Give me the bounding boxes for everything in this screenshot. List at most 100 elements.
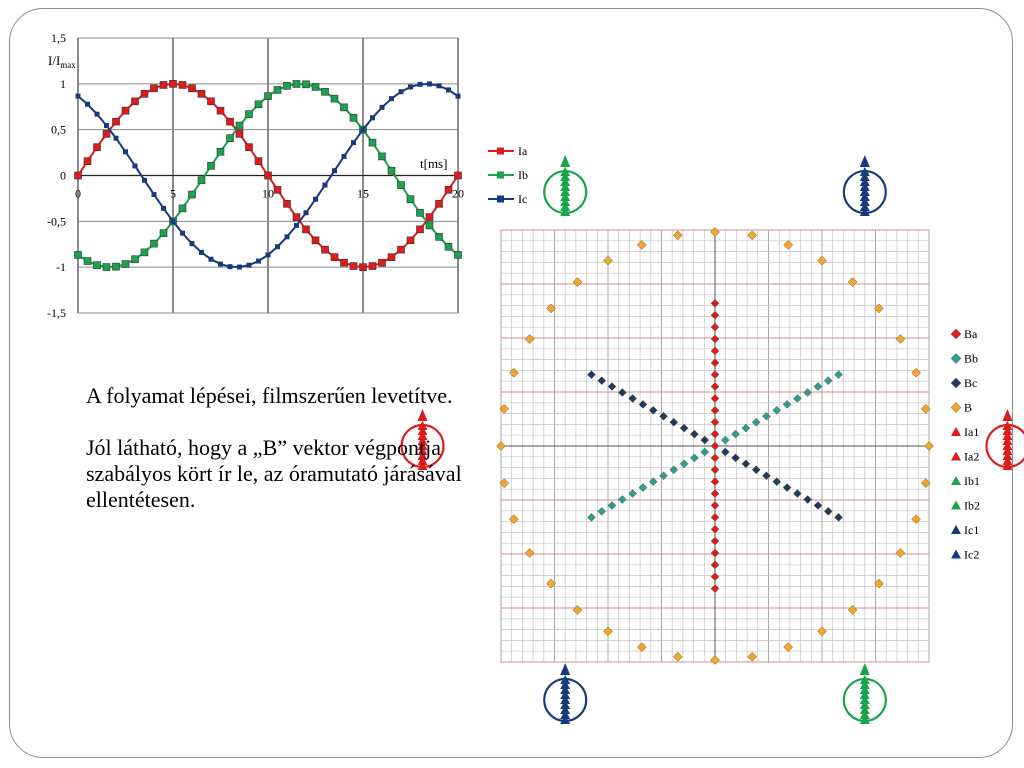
data-point-Ib	[245, 110, 253, 118]
data-point-Ic	[389, 96, 394, 102]
data-point-Ia	[454, 171, 462, 180]
x-tick-label: 5	[170, 187, 176, 201]
data-point-Ic	[427, 81, 432, 87]
data-point-Ib	[235, 121, 244, 130]
data-point-Ia	[283, 200, 291, 208]
data-point-Ic	[360, 127, 366, 133]
data-point-Ia	[416, 225, 424, 234]
data-point-Ic	[104, 123, 109, 129]
data-point-Ia	[245, 143, 253, 151]
legend-marker-Ib	[497, 171, 504, 179]
data-point-Ib	[159, 229, 168, 237]
data-point-Ia	[254, 157, 263, 165]
data-point-Ib	[121, 260, 130, 268]
data-point-Ic	[436, 83, 442, 89]
legend-label-Ia: Ia	[518, 144, 528, 158]
data-point-Ia	[83, 157, 92, 165]
data-point-Ic	[284, 234, 290, 240]
data-point-Ic	[265, 252, 271, 258]
data-point-Ib	[321, 87, 329, 96]
data-point-Ib	[226, 134, 234, 143]
data-point-Ic	[275, 244, 280, 250]
waveform-y-axis-label: I/Imax	[48, 53, 76, 70]
data-point-Ic	[322, 182, 328, 188]
data-point-Ib	[302, 80, 310, 89]
data-point-Ic	[132, 163, 138, 169]
y-tick-label: -0,5	[47, 214, 66, 228]
data-point-Ib	[397, 181, 405, 189]
data-point-Ia	[197, 90, 206, 98]
data-point-Ic	[246, 262, 252, 268]
y-tick-label: 0,5	[51, 123, 66, 137]
data-point-Ib	[340, 103, 348, 112]
data-point-Ic	[370, 115, 375, 121]
data-point-Ia	[150, 84, 158, 93]
data-point-Ic	[180, 230, 185, 236]
data-point-Ia	[169, 80, 177, 88]
data-point-Ic	[199, 249, 204, 255]
data-point-Ib	[292, 80, 301, 88]
data-point-Ic	[341, 153, 347, 159]
y-tick-label: 1	[60, 77, 66, 91]
data-point-Ib	[112, 262, 120, 271]
data-point-Ic	[398, 89, 404, 95]
data-point-Ic	[113, 135, 119, 141]
paragraph-2: Jól látható, hogy a „B” vektor végpontja…	[86, 435, 462, 512]
data-point-Ib	[150, 239, 158, 248]
data-point-Ib	[435, 233, 443, 241]
data-point-Ia	[102, 130, 111, 138]
legend-marker-Ic	[497, 195, 504, 203]
data-point-Ib	[387, 166, 396, 175]
data-point-Ia	[311, 236, 320, 245]
data-point-Ib	[349, 114, 358, 122]
data-point-Ia	[330, 253, 339, 261]
data-point-Ib	[207, 162, 215, 170]
waveform-x-axis-label: t[ms]	[420, 156, 447, 171]
data-point-Ia	[378, 258, 386, 267]
data-point-Ia	[406, 236, 415, 245]
data-point-Ia	[340, 258, 348, 267]
data-point-Ia	[273, 186, 282, 194]
data-point-Ic	[208, 256, 214, 262]
data-point-Ia	[435, 200, 443, 208]
data-point-Ib	[264, 92, 272, 100]
x-tick-label: 20	[452, 187, 464, 201]
legend-marker-Ia	[497, 147, 504, 155]
data-point-Ic	[417, 81, 423, 87]
data-point-Ib	[178, 204, 187, 213]
data-point-Ia	[188, 84, 196, 93]
paragraph-1: A folyamat lépései, filmszerűen levetítv…	[86, 383, 453, 408]
data-point-Ia	[112, 117, 120, 126]
data-point-Ia	[349, 262, 358, 270]
data-point-Ia	[235, 130, 244, 138]
data-point-Ic	[332, 168, 337, 174]
data-point-Ic	[151, 192, 157, 198]
data-point-Ic	[94, 111, 100, 117]
x-tick-label: 0	[75, 187, 81, 201]
data-point-Ia	[444, 186, 453, 194]
data-point-Ib	[406, 195, 415, 204]
data-point-Ia	[140, 90, 149, 98]
data-point-Ib	[378, 152, 386, 161]
data-point-Ib	[188, 190, 196, 199]
data-point-Ic	[227, 264, 233, 270]
data-point-Ib	[102, 263, 111, 271]
data-point-Ib	[93, 261, 101, 269]
legend-label-Ib: Ib	[518, 168, 528, 182]
data-point-Ic	[256, 258, 261, 264]
data-point-Ia	[93, 143, 101, 151]
x-tick-label: 15	[357, 187, 369, 201]
y-tick-label: 0	[60, 169, 66, 183]
data-point-Ia	[387, 253, 396, 261]
data-point-Ib	[254, 100, 263, 109]
data-point-Ib	[416, 208, 424, 217]
data-point-Ib	[425, 221, 434, 230]
data-point-Ia	[159, 81, 168, 89]
waveform-series	[74, 80, 462, 271]
data-point-Ib	[330, 94, 339, 103]
x-tick-label: 10	[262, 187, 274, 201]
data-point-Ia	[302, 225, 310, 234]
data-point-Ia	[425, 213, 434, 221]
